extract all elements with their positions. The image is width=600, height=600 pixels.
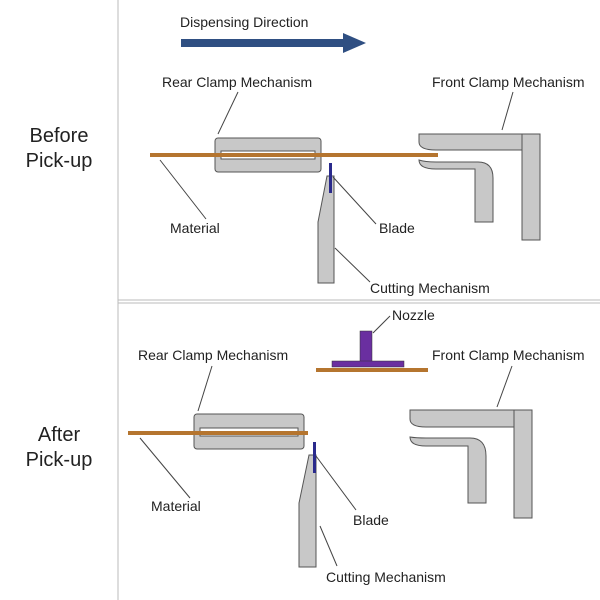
after-label-line2: Pick-up <box>25 449 93 471</box>
before-leader-lines <box>159 91 514 283</box>
before-front-clamp-label: Front Clamp Mechanism <box>432 74 585 90</box>
before-label-line2: Pick-up <box>25 150 93 172</box>
after-cutting-label: Cutting Mechanism <box>326 569 446 585</box>
dispensing-direction-arrow <box>181 33 366 53</box>
after-front-clamp <box>409 409 533 519</box>
after-blade <box>313 442 316 473</box>
after-material-strip <box>128 431 308 435</box>
before-material-label: Material <box>170 220 220 236</box>
after-front-clamp-label: Front Clamp Mechanism <box>432 347 585 363</box>
before-blade <box>329 163 332 193</box>
after-nozzle <box>331 330 405 368</box>
after-material-label: Material <box>151 498 201 514</box>
after-leader-lines <box>139 315 513 567</box>
after-rear-clamp-label: Rear Clamp Mechanism <box>138 347 288 363</box>
after-panel: Nozzle Rear Clamp Mechanism Front Clamp … <box>128 307 585 585</box>
after-nozzle-label: Nozzle <box>392 307 435 323</box>
before-material-strip <box>150 153 438 157</box>
after-label-line1: After <box>37 424 81 446</box>
before-blade-label: Blade <box>379 220 415 236</box>
before-row-label: Before Pick-up <box>0 124 118 174</box>
before-cutting-label: Cutting Mechanism <box>370 280 490 296</box>
before-front-clamp <box>418 133 541 241</box>
after-row-label: After Pick-up <box>0 423 118 473</box>
after-picked-material <box>316 368 428 372</box>
before-cutting-mechanism <box>317 175 335 284</box>
after-blade-label: Blade <box>353 512 389 528</box>
before-rear-clamp-label: Rear Clamp Mechanism <box>162 74 312 90</box>
direction-label: Dispensing Direction <box>180 14 308 30</box>
before-panel: Rear Clamp Mechanism Front Clamp Mechani… <box>150 74 585 296</box>
before-label-line1: Before <box>29 125 89 147</box>
